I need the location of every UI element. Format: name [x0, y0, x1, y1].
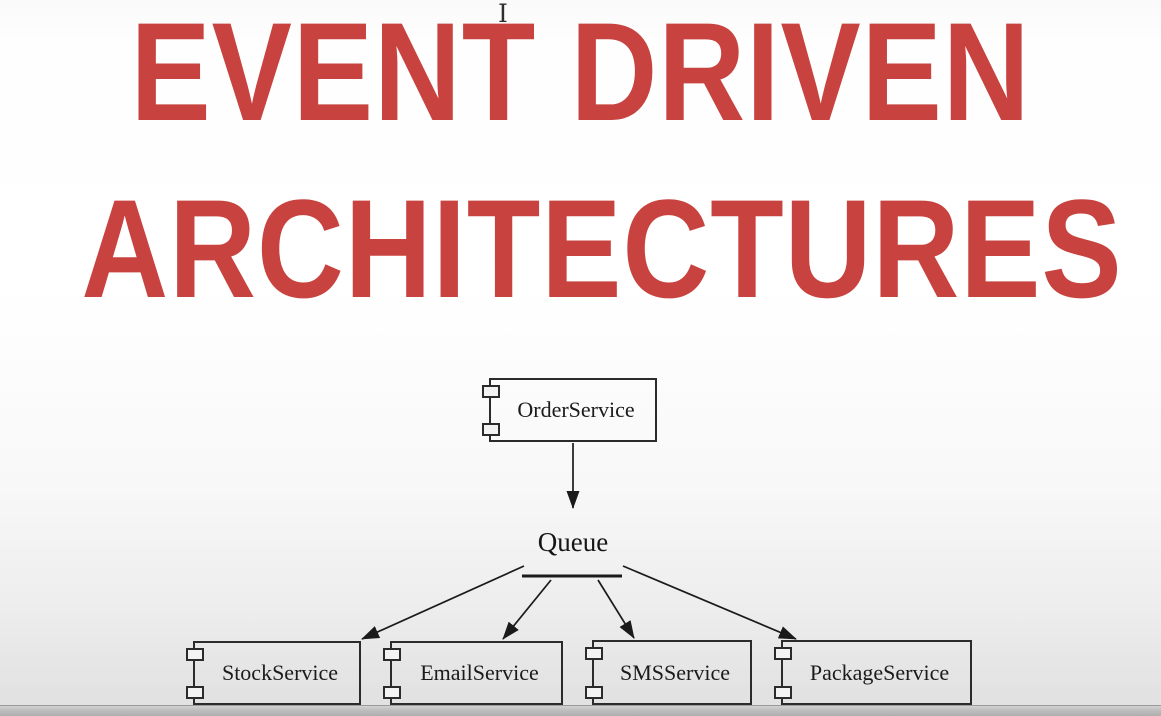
component-node-orderservice: OrderService	[482, 378, 657, 442]
edge-queue-to-sms	[597, 579, 635, 639]
component-port-icon	[774, 647, 792, 660]
bottom-edge-bar	[0, 705, 1161, 716]
component-port-icon	[383, 686, 401, 699]
component-port-icon	[186, 686, 204, 699]
component-node-emailservice: EmailService	[383, 641, 563, 705]
component-label: PackageService	[809, 659, 950, 685]
component-label: SMSService	[620, 659, 730, 685]
component-port-icon	[774, 686, 792, 699]
component-port-icon	[585, 686, 603, 699]
edge-queue-to-package	[622, 565, 797, 640]
edge-queue-to-stock	[361, 565, 525, 640]
component-port-icon	[585, 647, 603, 660]
component-label: OrderService	[517, 397, 635, 422]
component-port-icon	[383, 648, 401, 661]
component-label: StockService	[221, 660, 339, 685]
edge-queue-to-email	[502, 579, 552, 640]
page-title: EVENT DRIVEN ARCHITECTURES	[81, 0, 1123, 337]
queue-node-label: Queue	[537, 527, 609, 557]
component-port-icon	[186, 648, 204, 661]
component-node-packageservice: PackageService	[774, 640, 972, 705]
component-port-icon	[482, 385, 500, 398]
component-node-stockservice: StockService	[186, 641, 361, 705]
text-cursor-icon: I	[498, 0, 508, 28]
component-port-icon	[482, 423, 500, 436]
component-node-smsservice: SMSService	[585, 640, 752, 705]
title-line-2: ARCHITECTURES	[81, 170, 1123, 327]
component-label: EmailService	[420, 660, 539, 685]
title-line-1: EVENT DRIVEN	[130, 0, 1031, 150]
